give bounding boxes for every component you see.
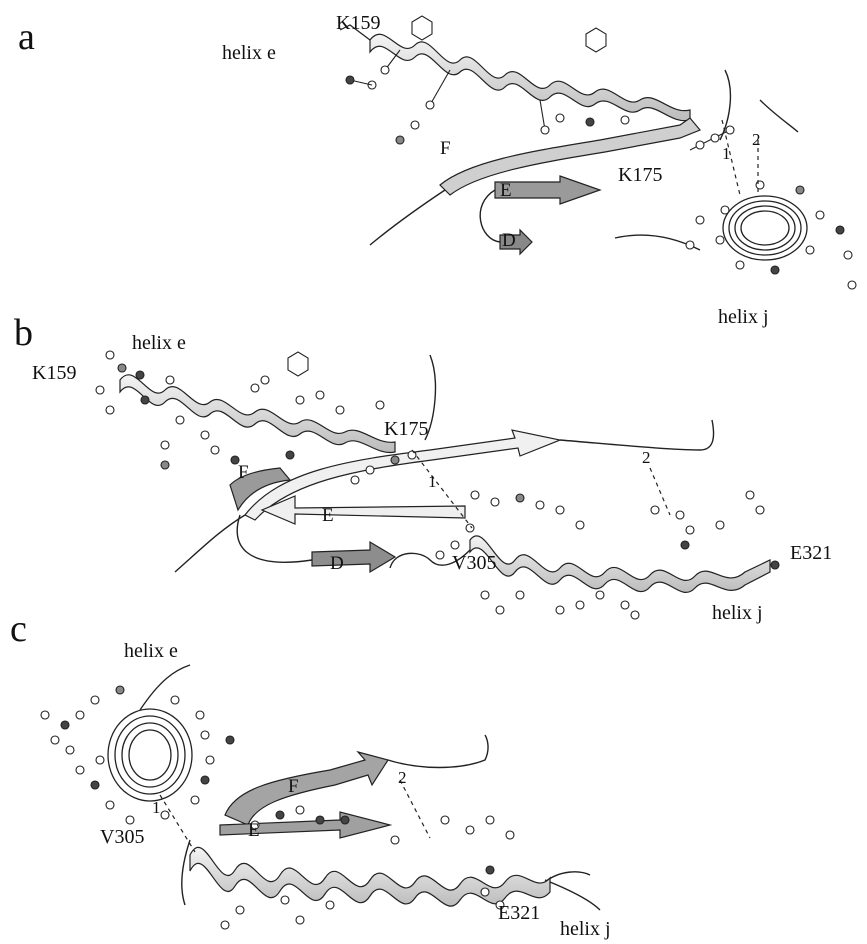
- panel-b-letter: b: [14, 314, 33, 352]
- strand-d: [312, 542, 395, 572]
- panel-b-helix-e-label: helix e: [132, 332, 186, 355]
- panel-a-strand-f-label: F: [440, 138, 451, 160]
- panel-b-distance-1: 1: [428, 472, 437, 492]
- panel-a-letter: a: [18, 18, 35, 56]
- helix-e-ribbon: [340, 25, 690, 121]
- panel-c-strand-e-label: E: [248, 820, 260, 842]
- panel-b-distance-2: 2: [642, 448, 651, 468]
- panel-c-residue-v305: V305: [100, 826, 144, 849]
- panel-c-helix-j-label: helix j: [560, 918, 611, 941]
- panel-a-strand-d-label: D: [502, 230, 516, 252]
- panel-a-residue-k159: K159: [336, 12, 380, 35]
- panel-a-residue-k175: K175: [618, 164, 662, 187]
- helix-j-ribbon: [470, 536, 770, 593]
- panel-b-residue-k159: K159: [32, 362, 76, 385]
- helix-e-coil: [108, 665, 192, 801]
- panel-c-structure: [0, 620, 867, 944]
- panel-a-distance-1: 1: [722, 144, 731, 164]
- panel-c-helix-e-label: helix e: [124, 640, 178, 663]
- panel-c-distance-1: 1: [152, 798, 161, 818]
- panel-b-strand-d-label: D: [330, 553, 344, 575]
- panel-a-structure: [0, 0, 867, 310]
- panel-c-letter: c: [10, 610, 27, 648]
- panel-c-residue-e321: E321: [498, 902, 540, 925]
- panel-c: c helix e F 2 1 E V305 E321 helix j: [0, 620, 867, 944]
- panel-b-strand-e-label: E: [322, 505, 334, 527]
- panel-b-structure: [0, 310, 867, 630]
- helix-j-coil: [723, 196, 807, 260]
- panel-a: a helix e K159 F K175 E D 1 2 helix j: [0, 0, 867, 310]
- panel-c-distance-2: 2: [398, 768, 407, 788]
- strand-e: [262, 496, 465, 524]
- strand-f: [225, 752, 388, 825]
- helix-j-ribbon: [190, 847, 550, 906]
- panel-a-helix-e-label: helix e: [222, 42, 276, 65]
- panel-b-residue-v305: V305: [452, 552, 496, 575]
- panel-b-strand-f-label: F: [238, 462, 249, 484]
- panel-c-strand-f-label: F: [288, 776, 299, 798]
- panel-a-distance-2: 2: [752, 130, 761, 150]
- panel-b-residue-k175: K175: [384, 418, 428, 441]
- panel-a-strand-e-label: E: [500, 180, 512, 202]
- panel-b: b helix e K159 K175 F 1 2 E D V305 E321 …: [0, 310, 867, 630]
- panel-b-residue-e321: E321: [790, 542, 832, 565]
